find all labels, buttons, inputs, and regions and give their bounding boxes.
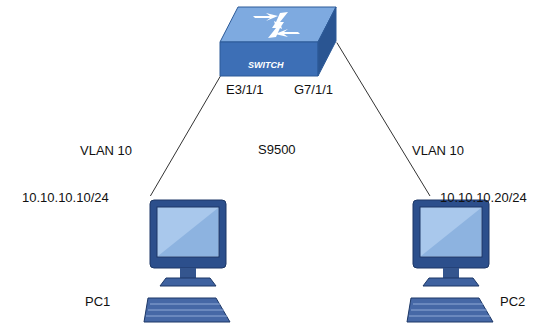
port-label: 10.10.10.20/24 [440,190,527,205]
pc-node: PC1 [80,196,240,330]
node-label: PC1 [85,294,110,309]
link-line [337,43,430,196]
switch-node: SWITCH [218,2,338,80]
pc-icon [405,198,497,331]
pc-icon [142,198,234,331]
pc-node: PC2 [400,196,550,330]
port-label: S9500 [258,142,296,157]
port-label: G7/1/1 [294,82,333,97]
node-label: PC2 [500,294,525,309]
switch-icon [218,2,338,83]
vlan-label: VLAN 10 [80,143,132,158]
vlan-label: VLAN 10 [412,143,464,158]
port-label: E3/1/1 [226,82,264,97]
link-line [150,76,220,196]
port-label: 10.10.10.10/24 [22,190,109,205]
node-label: SWITCH [248,60,284,70]
